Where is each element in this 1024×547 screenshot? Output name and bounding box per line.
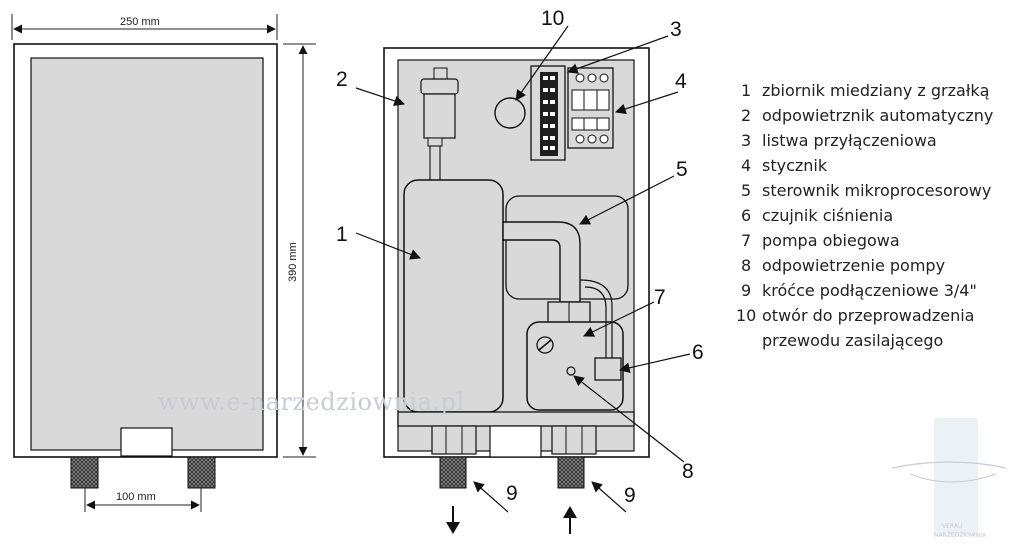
terminal-strip — [530, 65, 566, 161]
contactor — [567, 67, 614, 149]
legend-num-9: 9 — [741, 281, 751, 300]
legend-num-4: 4 — [741, 156, 751, 175]
logo-text-1: VERAU — [942, 523, 962, 530]
legend-num-3: 3 — [741, 131, 751, 150]
watermark-text: www.e-narzedziownia.pl — [158, 388, 465, 416]
callout-10: 10 — [541, 7, 564, 30]
legend-text-5: sterownik mikroprocesorowy — [762, 181, 991, 200]
width-dimension-label: 250 mm — [120, 16, 160, 28]
copper-tank — [403, 179, 504, 413]
legend: 1 zbiornik miedziany z grzałką 2 odpowie… — [736, 81, 993, 350]
callout-5: 5 — [676, 158, 688, 181]
inlet-connector — [557, 456, 585, 489]
logo-text-2: NARZĘDZIOWNIA — [934, 532, 987, 539]
pressure-sensor — [594, 357, 622, 381]
callout-6: 6 — [692, 341, 704, 364]
callout-2: 2 — [336, 68, 348, 91]
legend-text-4: stycznik — [762, 156, 828, 175]
interior-cable-box — [489, 425, 542, 458]
bottom-cable-box — [120, 427, 173, 457]
legend-num-2: 2 — [741, 106, 751, 125]
callout-4: 4 — [675, 70, 687, 93]
down-arrow — [446, 506, 460, 534]
legend-text-8: odpowietrzenie pompy — [762, 256, 945, 275]
height-dimension-label: 390 mm — [287, 242, 299, 282]
legend-num-1: 1 — [741, 81, 751, 100]
callout-9-right: 9 — [624, 484, 636, 507]
callout-9-left: 9 — [506, 482, 518, 505]
spacing-dimension-label: 100 mm — [116, 491, 156, 503]
front-connector-right — [187, 456, 216, 489]
legend-text-7: pompa obiegowa — [762, 231, 900, 250]
callout-8: 8 — [682, 460, 694, 483]
legend-text-6: czujnik ciśnienia — [762, 206, 893, 225]
front-view: 250 mm 100 mm 390 mm — [11, 14, 316, 512]
front-panel — [30, 57, 264, 451]
up-arrow — [563, 506, 577, 534]
outlet-connector — [439, 456, 467, 489]
circulation-pump — [526, 321, 624, 411]
legend-text-3: listwa przyłączeniowa — [762, 131, 937, 150]
legend-text-9: króćce podłączeniowe 3/4" — [762, 281, 977, 300]
legend-text-10: otwór do przeprowadzenia — [762, 306, 974, 325]
callout-1: 1 — [336, 223, 348, 246]
legend-num-7: 7 — [741, 231, 751, 250]
legend-num-5: 5 — [741, 181, 751, 200]
brand-logo: VERAU NARZĘDZIOWNIA — [891, 418, 1007, 539]
callout-leaders — [355, 25, 691, 513]
legend-text-10b: przewodu zasilającego — [762, 331, 943, 350]
air-vent — [420, 67, 459, 183]
callout-3: 3 — [670, 18, 682, 41]
legend-text-1: zbiornik miedziany z grzałką — [762, 81, 989, 100]
legend-num-10: 10 — [736, 306, 756, 325]
interior-view — [383, 47, 650, 489]
front-connector-left — [70, 456, 99, 489]
legend-text-2: odpowietrznik automatyczny — [762, 106, 993, 125]
callout-7: 7 — [654, 286, 666, 309]
legend-num-8: 8 — [741, 256, 751, 275]
legend-num-6: 6 — [741, 206, 751, 225]
cable-hole — [494, 97, 526, 129]
